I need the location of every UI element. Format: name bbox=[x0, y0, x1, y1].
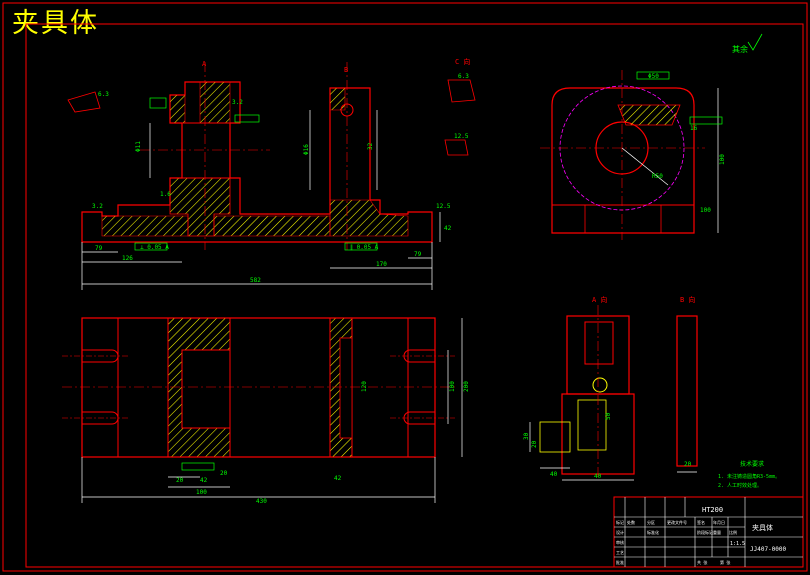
dim-front-79-left: 79 bbox=[95, 245, 103, 252]
dim-top-120: 120 bbox=[361, 381, 368, 392]
title-block-drawing-no: JJ407-0000 bbox=[750, 546, 787, 553]
title-block bbox=[613, 496, 804, 568]
dim-front-582: 582 bbox=[250, 277, 261, 284]
side-view bbox=[540, 70, 723, 240]
roughness-value: 3.2 bbox=[92, 203, 103, 210]
front-hatch-mid bbox=[213, 215, 331, 237]
title-block-cell: 批准 bbox=[616, 559, 624, 565]
view-label-a: A bbox=[202, 60, 207, 68]
title-block-cell: 设计 bbox=[616, 529, 624, 535]
dim-top-200: 200 bbox=[463, 381, 470, 392]
title-block-cell: 更改文件号 bbox=[667, 519, 687, 525]
roughness-value: 6.3 bbox=[98, 91, 109, 98]
view-label-c-direction: C 向 bbox=[455, 57, 470, 66]
title-block-cell: 处数 bbox=[627, 519, 635, 525]
dim-front-d11: Φ11 bbox=[135, 141, 142, 152]
front-hatch-top-right bbox=[329, 87, 346, 111]
roughness-detail bbox=[67, 79, 476, 156]
dim-detail-50: 50 bbox=[605, 412, 612, 420]
title-block-cell: 工艺 bbox=[616, 550, 624, 555]
front-view: ⊥ 0.05 A ∥ 0.05 A bbox=[81, 62, 441, 290]
view-label-b: B bbox=[344, 66, 348, 74]
view-label-b-direction: B 向 bbox=[680, 295, 695, 304]
roughness-rest-label: 其余 bbox=[732, 44, 748, 54]
dim-top-20-b: 20 bbox=[220, 470, 228, 477]
roughness-value: 6.3 bbox=[458, 73, 469, 80]
dim-detail-20: 20 bbox=[684, 461, 692, 468]
title-block-scale: 1:1.5 bbox=[730, 541, 745, 547]
dim-front-d16: Φ16 bbox=[303, 144, 310, 155]
dim-side-16: 16 bbox=[690, 125, 698, 132]
svg-text:⊥ 0.05 A: ⊥ 0.05 A bbox=[140, 244, 169, 251]
title-block-cell: 分区 bbox=[647, 519, 655, 525]
dim-side-100-b: 100 bbox=[700, 207, 711, 214]
front-hatch-base bbox=[101, 215, 189, 237]
dim-side-d50: Φ50 bbox=[648, 73, 659, 80]
title-block-cell: 共 张 bbox=[697, 559, 707, 565]
dim-front-42: 42 bbox=[444, 225, 452, 232]
title-block-part-name: 夹具体 bbox=[752, 523, 773, 532]
dim-side-100: 100 bbox=[719, 154, 726, 165]
note-1: 1. 未注铸造圆角R3-5mm。 bbox=[718, 473, 780, 480]
dim-top-42: 42 bbox=[334, 475, 342, 482]
top-view-outline bbox=[81, 317, 436, 458]
dim-side-r50: R50 bbox=[652, 173, 663, 180]
dim-detail-30: 30 bbox=[523, 432, 530, 440]
front-bore bbox=[181, 122, 231, 179]
b-direction-view bbox=[676, 315, 698, 473]
title-block-cell: 标准化 bbox=[647, 529, 659, 535]
title-block-cell: 年月日 bbox=[713, 519, 725, 525]
dim-front-126: 126 bbox=[122, 255, 133, 262]
title-block-material: HT200 bbox=[702, 506, 723, 514]
front-hatch-top-mid bbox=[199, 81, 231, 124]
dim-top-100-left: 100 bbox=[196, 489, 207, 496]
title-block-cell: 比例 bbox=[729, 529, 737, 535]
dim-top-20-a: 20 bbox=[176, 477, 184, 484]
view-label-a-direction: A 向 bbox=[592, 295, 607, 304]
roughness-value: 12.5 bbox=[454, 133, 469, 140]
front-hatch-right bbox=[329, 199, 409, 237]
title-block-cell: 第 张 bbox=[720, 559, 730, 565]
title-block-cell: 签名 bbox=[697, 519, 705, 525]
inner-frame bbox=[25, 23, 804, 568]
dim-top-430: 430 bbox=[256, 498, 267, 505]
svg-text:∥ 0.05 A: ∥ 0.05 A bbox=[350, 244, 379, 251]
roughness-value: 3.2 bbox=[232, 99, 243, 106]
a-direction-view bbox=[529, 305, 635, 481]
front-hatch-top-left bbox=[169, 94, 186, 124]
dim-detail-20-b: 20 bbox=[531, 440, 538, 448]
dim-front-32: 32 bbox=[367, 142, 374, 150]
roughness-value: 12.5 bbox=[436, 203, 451, 210]
dim-front-79-right: 79 bbox=[414, 251, 422, 258]
dim-detail-40-b: 40 bbox=[594, 473, 602, 480]
side-view-outline bbox=[551, 87, 695, 234]
roughness-symbol-rest bbox=[747, 33, 763, 51]
title-block-cell: 标记 bbox=[616, 519, 624, 525]
title-block-cell: 审核 bbox=[616, 539, 624, 545]
notes-title: 技术要求 bbox=[740, 460, 764, 468]
roughness-value: 1.6 bbox=[160, 191, 171, 198]
title-block-cell: 重量 bbox=[713, 529, 721, 535]
dim-top-100-right: 100 bbox=[449, 381, 456, 392]
dim-detail-40: 40 bbox=[550, 471, 558, 478]
note-2: 2. 人工时效处理。 bbox=[718, 482, 762, 489]
top-view bbox=[62, 317, 463, 503]
dim-front-170: 170 bbox=[376, 261, 387, 268]
title-block-cell: 阶段标记 bbox=[697, 529, 713, 535]
dim-top-42-b: 42 bbox=[200, 477, 208, 484]
